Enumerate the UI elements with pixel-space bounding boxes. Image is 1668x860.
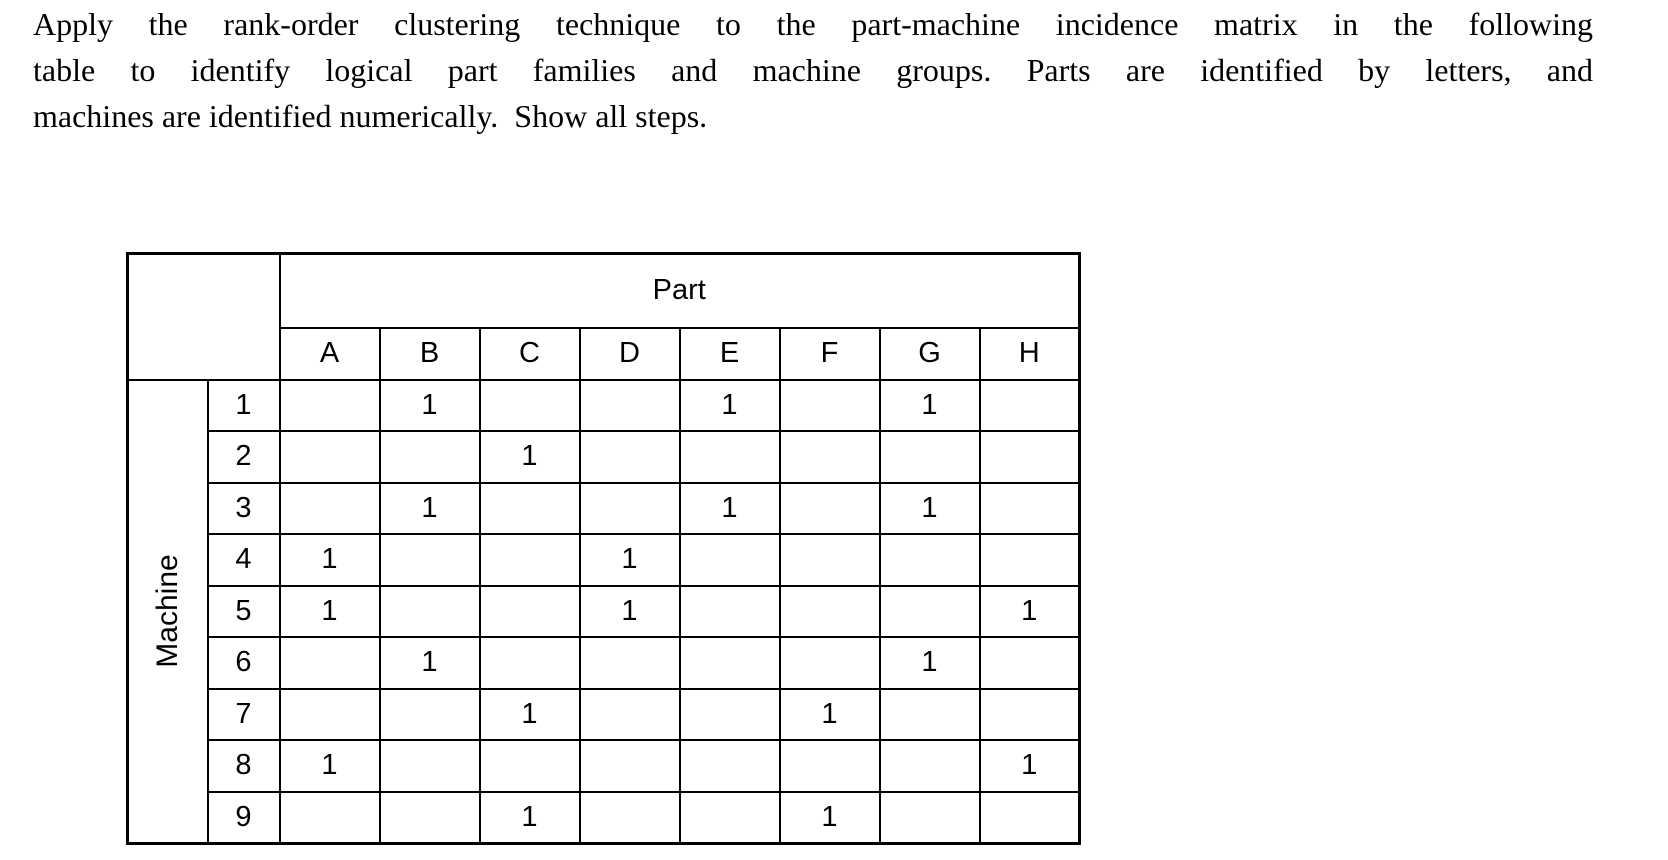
matrix-cell xyxy=(978,636,1081,690)
matrix-cell xyxy=(378,533,481,587)
matrix-cell: 1 xyxy=(278,739,381,793)
matrix-cell: 1 xyxy=(878,636,981,690)
matrix-cell: 1 xyxy=(978,584,1081,638)
part-column-header-a: A xyxy=(278,326,381,381)
machine-row-header-3: 3 xyxy=(206,481,281,535)
matrix-cell xyxy=(978,378,1081,432)
matrix-cell xyxy=(278,481,381,535)
corner-cell xyxy=(126,252,281,381)
matrix-cell xyxy=(778,430,881,484)
machine-row-header-8: 8 xyxy=(206,739,281,793)
part-column-header-e: E xyxy=(678,326,781,381)
matrix-cell xyxy=(678,533,781,587)
matrix-cell: 1 xyxy=(878,378,981,432)
matrix-cell xyxy=(478,481,581,535)
matrix-cell xyxy=(878,739,981,793)
machine-row-header-1: 1 xyxy=(206,378,281,432)
matrix-cell: 1 xyxy=(378,378,481,432)
matrix-cell: 1 xyxy=(578,533,681,587)
part-column-header-d: D xyxy=(578,326,681,381)
matrix-cell xyxy=(678,584,781,638)
matrix-cell: 1 xyxy=(278,584,381,638)
matrix-cell xyxy=(978,533,1081,587)
matrix-cell xyxy=(678,430,781,484)
matrix-cell xyxy=(678,790,781,844)
matrix-cell xyxy=(578,739,681,793)
machine-row-header-9: 9 xyxy=(206,790,281,844)
matrix-cell: 1 xyxy=(378,481,481,535)
problem-statement: Apply the rank-order clustering techniqu… xyxy=(33,1,1593,139)
matrix-cell xyxy=(578,687,681,741)
matrix-cell xyxy=(378,739,481,793)
matrix-cell xyxy=(378,687,481,741)
matrix-cell: 1 xyxy=(378,636,481,690)
machine-group-label: Machine xyxy=(150,554,184,668)
part-column-header-h: H xyxy=(978,326,1081,381)
matrix-cell xyxy=(278,790,381,844)
matrix-cell xyxy=(278,430,381,484)
matrix-cell xyxy=(878,790,981,844)
part-group-header: Part xyxy=(278,252,1081,329)
matrix-cell: 1 xyxy=(778,687,881,741)
part-column-header-f: F xyxy=(778,326,881,381)
matrix-cell xyxy=(578,636,681,690)
matrix-cell: 1 xyxy=(678,481,781,535)
matrix-cell xyxy=(478,739,581,793)
matrix-cell xyxy=(978,687,1081,741)
machine-row-header-6: 6 xyxy=(206,636,281,690)
matrix-cell xyxy=(778,481,881,535)
matrix-cell xyxy=(778,636,881,690)
problem-line-1: Apply the rank-order clustering techniqu… xyxy=(33,6,1593,42)
part-column-header-g: G xyxy=(878,326,981,381)
matrix-cell: 1 xyxy=(478,430,581,484)
matrix-cell xyxy=(378,584,481,638)
matrix-cell xyxy=(878,584,981,638)
matrix-cell xyxy=(778,584,881,638)
matrix-cell xyxy=(278,687,381,741)
matrix-cell xyxy=(978,790,1081,844)
matrix-cell: 1 xyxy=(578,584,681,638)
matrix-cell xyxy=(378,790,481,844)
machine-row-header-2: 2 xyxy=(206,430,281,484)
matrix-cell xyxy=(478,584,581,638)
matrix-cell: 1 xyxy=(978,739,1081,793)
matrix-cell xyxy=(578,430,681,484)
matrix-cell xyxy=(678,739,781,793)
matrix-cell: 1 xyxy=(778,790,881,844)
machine-group-label-cell: Machine xyxy=(126,378,209,844)
problem-line-3: machines are identified numerically. Sho… xyxy=(33,98,708,134)
matrix-cell: 1 xyxy=(478,790,581,844)
matrix-cell xyxy=(678,687,781,741)
matrix-cell xyxy=(978,430,1081,484)
matrix-cell xyxy=(878,533,981,587)
matrix-cell xyxy=(778,739,881,793)
part-column-header-c: C xyxy=(478,326,581,381)
machine-row-header-5: 5 xyxy=(206,584,281,638)
matrix-cell xyxy=(778,378,881,432)
matrix-cell xyxy=(678,636,781,690)
matrix-cell xyxy=(478,533,581,587)
matrix-cell xyxy=(778,533,881,587)
machine-row-header-7: 7 xyxy=(206,687,281,741)
matrix-cell xyxy=(478,378,581,432)
matrix-cell: 1 xyxy=(478,687,581,741)
matrix-cell xyxy=(578,481,681,535)
matrix-cell: 1 xyxy=(878,481,981,535)
matrix-cell xyxy=(478,636,581,690)
matrix-cell: 1 xyxy=(678,378,781,432)
matrix-cell xyxy=(578,378,681,432)
matrix-cell xyxy=(278,378,381,432)
matrix-cell xyxy=(978,481,1081,535)
matrix-cell xyxy=(878,687,981,741)
machine-row-header-4: 4 xyxy=(206,533,281,587)
matrix-cell xyxy=(378,430,481,484)
matrix-cell: 1 xyxy=(278,533,381,587)
matrix-cell xyxy=(278,636,381,690)
problem-line-2: table to identify logical part families … xyxy=(33,52,1593,88)
incidence-table: Part A B C D E F G H Machine 1 1 xyxy=(126,252,1081,845)
matrix-cell xyxy=(878,430,981,484)
matrix-cell xyxy=(578,790,681,844)
part-column-header-b: B xyxy=(378,326,481,381)
